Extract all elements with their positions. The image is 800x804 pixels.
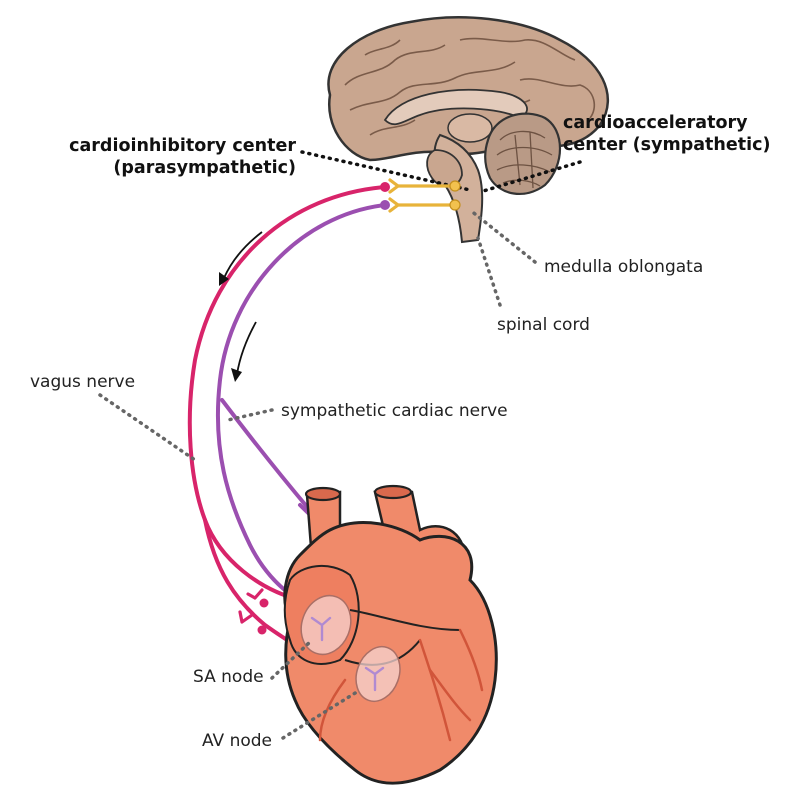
- vagus-knob-2: [257, 625, 267, 635]
- cardioinhibitory-leader: [300, 150, 472, 192]
- neuron-body-upper: [449, 180, 461, 192]
- spinal-cord-label: spinal cord: [497, 315, 590, 335]
- heart-arch-top: [373, 484, 413, 500]
- sympathetic-cardiac-nerve-label: sympathetic cardiac nerve: [281, 401, 508, 421]
- cardioinhibitory-line2: (parasympathetic): [113, 158, 296, 178]
- av-node-label: AV node: [202, 731, 273, 751]
- gray-leaders-left: [98, 393, 362, 740]
- sympathetic-origin-dot: [380, 200, 390, 210]
- flow-arrows: [223, 231, 263, 375]
- medulla-neurons: [388, 178, 454, 213]
- coronary-vessels: [318, 628, 484, 742]
- gray-leaders: [468, 208, 537, 307]
- medulla-leader: [468, 208, 537, 264]
- cardioacceleratory-line1: cardioacceleratory: [563, 113, 748, 133]
- cardioacceleratory-center-label: cardioacceleratory center (sympathetic): [563, 112, 770, 156]
- av-node-region: [355, 645, 401, 703]
- node-terminals: [310, 616, 385, 692]
- vagus-nerve-label: vagus nerve: [30, 372, 136, 392]
- spinal-cord-leader: [476, 236, 502, 307]
- vagus-terminals: [238, 588, 264, 624]
- flow-arrowhead-2: [231, 368, 242, 382]
- flow-arrowhead-1: [219, 272, 229, 286]
- cardioacceleratory-line2: center (sympathetic): [563, 135, 771, 155]
- heart-aorta-top: [304, 486, 342, 502]
- sa-node-label: SA node: [193, 667, 264, 687]
- cardioinhibitory-center-label: cardioinhibitory center (parasympathetic…: [62, 135, 296, 179]
- brain: [327, 16, 610, 244]
- cardioinhibitory-line1: cardioinhibitory center: [69, 136, 296, 156]
- vagus-knob-1: [259, 598, 269, 608]
- av-node-leader: [281, 688, 362, 740]
- medulla-oblongata-label: medulla oblongata: [544, 257, 704, 277]
- vagus-origin-dot: [380, 182, 390, 192]
- cerebellum: [484, 112, 562, 195]
- sa-node-region: [300, 594, 352, 656]
- neuron-body-lower: [449, 199, 461, 211]
- sympathetic-nerve-leader: [226, 408, 274, 422]
- brain-leaders: [300, 150, 582, 194]
- brain-thalamus: [447, 113, 493, 143]
- vagus-leader: [98, 393, 197, 462]
- sa-node-leader: [270, 638, 314, 680]
